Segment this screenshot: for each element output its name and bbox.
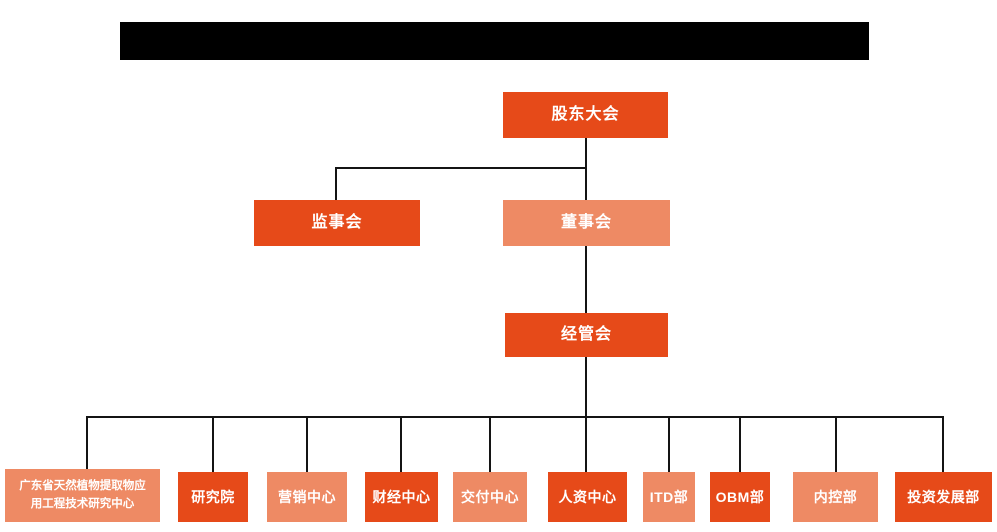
node-internal-control-department: 内控部: [793, 472, 878, 522]
node-marketing-center: 营销中心: [267, 472, 347, 522]
node-delivery-center: 交付中心: [453, 472, 527, 522]
node-label-line: 用工程技术研究中心: [30, 497, 135, 510]
redacted-title-bar: [120, 22, 869, 60]
node-label-line: 广东省天然植物提取物应: [19, 480, 146, 493]
node-management-committee: 经管会: [505, 313, 668, 357]
node-investment-development-department: 投资发展部: [895, 472, 992, 522]
node-board-of-directors: 董事会: [503, 200, 670, 246]
node-research-tech-center: 广东省天然植物提取物应 用工程技术研究中心: [5, 469, 160, 522]
node-shareholders-meeting: 股东大会: [503, 92, 668, 138]
node-obm-department: OBM部: [710, 472, 770, 522]
node-finance-center: 财经中心: [365, 472, 438, 522]
node-research-institute: 研究院: [178, 472, 248, 522]
node-itd-department: ITD部: [643, 472, 695, 522]
node-supervisory-board: 监事会: [254, 200, 420, 246]
node-hr-center: 人资中心: [548, 472, 627, 522]
